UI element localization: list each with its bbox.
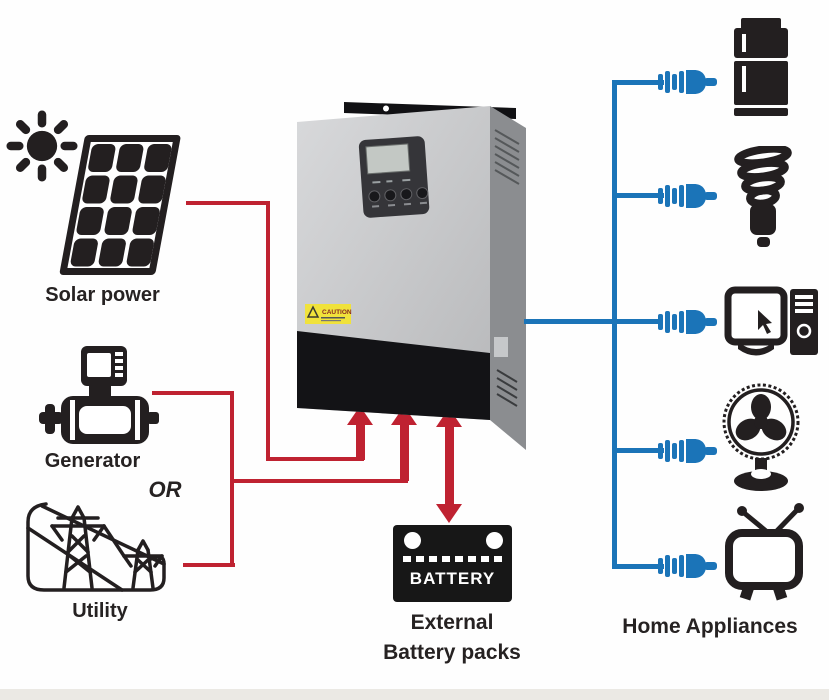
inverter-unit: CAUTION: [292, 98, 530, 460]
utility-wire-horizontal: [183, 563, 235, 567]
solar-wire-horizontal: [186, 201, 268, 205]
refrigerator-icon: [732, 18, 790, 116]
cfl-bulb-icon: [732, 146, 794, 250]
battery-terminal-left: [404, 532, 421, 549]
battery-arrowhead-down: [436, 504, 462, 523]
battery-caption-line1: External: [410, 611, 494, 634]
battery-terminal-right: [486, 532, 503, 549]
solar-wire-vertical: [266, 201, 270, 461]
television-icon: [722, 502, 804, 602]
caution-text: CAUTION: [322, 309, 352, 316]
battery-dashes: [403, 556, 502, 562]
generator-label: Generator: [44, 450, 141, 472]
inverter-output-wire: [524, 319, 662, 324]
power-plug-icon-fridge: [658, 66, 718, 98]
power-plug-icon-computer: [658, 306, 718, 338]
caution-label: CAUTION: [305, 304, 352, 324]
bulb-branch-wire: [612, 193, 664, 198]
solar-wire-to-inverter: [266, 457, 364, 461]
battery-icon: BATTERY: [393, 525, 512, 602]
battery-badge: BATTERY: [409, 569, 496, 588]
utility-label: Utility: [72, 600, 128, 622]
appliance-trunk-wire: [612, 80, 617, 569]
ac-input-arrow-shaft: [400, 424, 409, 481]
solar-panel-icon: [52, 130, 187, 280]
home-appliances-label: Home Appliances: [622, 615, 798, 638]
desktop-computer-icon: [724, 286, 820, 360]
tv-branch-wire: [612, 564, 664, 569]
power-plug-icon-bulb: [658, 180, 718, 212]
battery-arrow-shaft: [445, 426, 454, 506]
generator-wire-horizontal: [152, 391, 234, 395]
or-label: OR: [148, 477, 182, 502]
ac-input-wire-to-inverter: [230, 479, 408, 483]
solar-arrow-shaft: [356, 424, 365, 460]
solar-power-label: Solar power: [45, 284, 160, 306]
power-plug-icon-tv: [658, 550, 718, 582]
utility-pylons-icon: [22, 496, 187, 601]
bottom-edge-artifact: [0, 689, 829, 700]
sun-icon: [6, 110, 78, 182]
fan-branch-wire: [612, 448, 664, 453]
generator-icon: [33, 340, 163, 455]
battery-caption: External Battery packs: [372, 608, 532, 668]
fridge-branch-wire: [612, 80, 664, 85]
power-plug-icon-fan: [658, 435, 718, 467]
battery-caption-line2: Battery packs: [383, 641, 521, 664]
table-fan-icon: [722, 382, 800, 494]
